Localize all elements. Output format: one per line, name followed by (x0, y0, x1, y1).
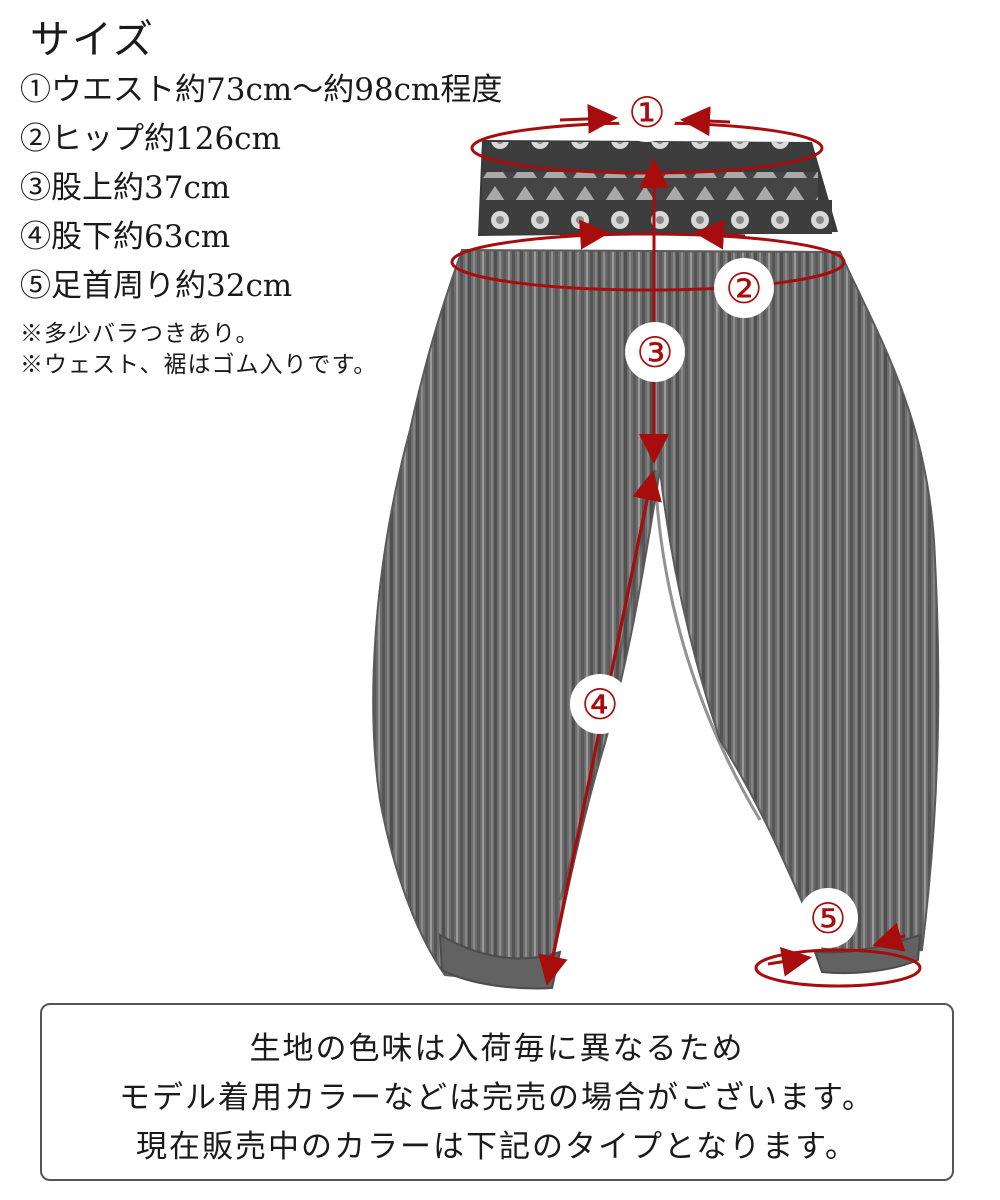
hip-ellipse (450, 232, 846, 292)
waistband-mid-row (482, 172, 818, 200)
spec-inseam: ④股下約63cm (20, 219, 231, 255)
waistband-bottom-row (480, 200, 832, 234)
marker-3: ③ (625, 322, 685, 382)
svg-text:②: ② (725, 264, 763, 313)
svg-text:⑤: ⑤ (809, 894, 847, 943)
marker-4: ④ (570, 674, 630, 734)
spec-waist: ①ウエスト約73cm〜約98cm程度 (20, 72, 503, 108)
note-elastic: ※ウェスト、裾はゴム入りです。 (20, 352, 378, 378)
notice-line-2: モデル着用カラーなどは完売の場合がございます。 (119, 1080, 875, 1116)
note-variation: ※多少バラつきあり。 (20, 321, 260, 347)
svg-text:①: ① (628, 88, 666, 137)
size-title: サイズ (30, 17, 155, 63)
svg-text:③: ③ (636, 328, 674, 377)
notes: ※多少バラつきあり。 ※ウェスト、裾はゴム入りです。 (20, 319, 502, 381)
notice-line-3: 現在販売中のカラーは下記のタイプとなります。 (136, 1129, 858, 1165)
marker-2: ② (714, 258, 774, 318)
marker-5: ⑤ (798, 888, 858, 948)
spec-ankle: ⑤足首周り約32cm (20, 268, 293, 304)
notice-line-1: 生地の色味は入荷毎に異なるため (249, 1031, 745, 1067)
leg-crease (653, 469, 762, 821)
spec-rise: ③股上約37cm (20, 170, 231, 206)
marker-1: ① (617, 82, 677, 142)
pants-body (372, 248, 940, 987)
size-info: サイズ ①ウエスト約73cm〜約98cm程度 ②ヒップ約126cm ③股上約37… (20, 14, 502, 381)
ankle-ellipse (754, 948, 922, 988)
spec-hip: ②ヒップ約126cm (20, 121, 281, 157)
notice-box: 生地の色味は入荷毎に異なるため モデル着用カラーなどは完売の場合がございます。 … (40, 1003, 954, 1181)
product-diagram: ① ② ③ ④ ⑤ (372, 82, 940, 990)
svg-text:④: ④ (581, 680, 619, 729)
